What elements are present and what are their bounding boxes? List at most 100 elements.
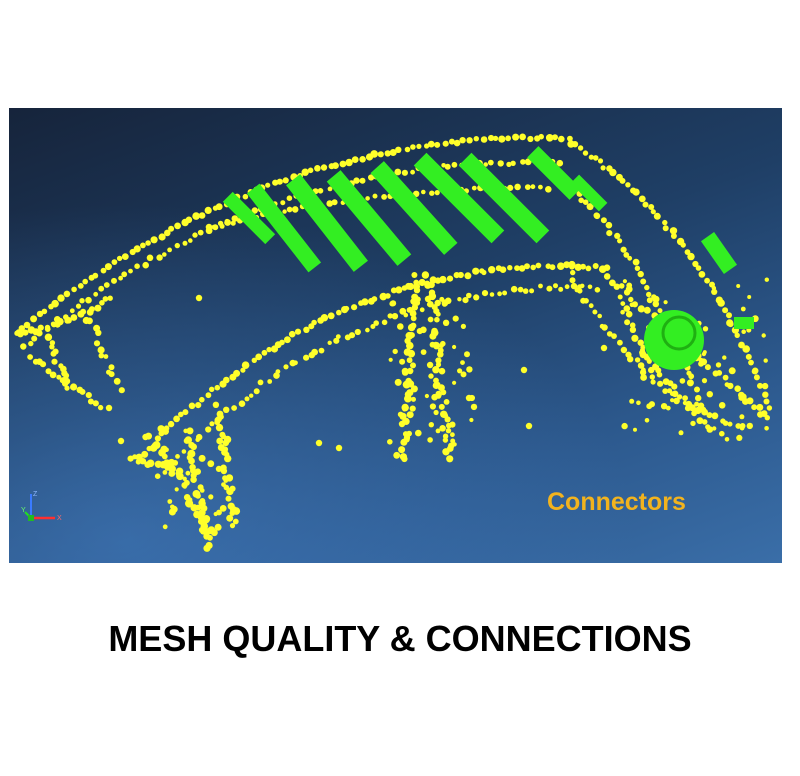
- connector-point: [168, 225, 175, 232]
- connector-point: [215, 415, 222, 423]
- connector-point: [214, 384, 221, 391]
- connector-point: [361, 298, 369, 306]
- connector-point: [507, 265, 513, 271]
- fe-model-render: [14, 133, 773, 552]
- connector-point: [627, 255, 633, 261]
- connector-point: [638, 195, 646, 203]
- connector-point: [614, 232, 621, 239]
- weld-patch-ring: [661, 315, 697, 351]
- connector-point: [502, 290, 508, 296]
- connector-point: [257, 379, 264, 386]
- connector-point: [619, 177, 626, 184]
- connector-point: [706, 391, 713, 398]
- connector-point: [327, 186, 333, 192]
- connector-point: [505, 135, 511, 142]
- connector-point: [183, 437, 190, 444]
- connector-point: [522, 288, 529, 294]
- connector-point: [518, 265, 526, 272]
- connector-point: [460, 323, 466, 329]
- connector-point: [132, 454, 138, 460]
- connector-point: [402, 380, 411, 389]
- connector-point: [606, 230, 613, 237]
- connector-point: [706, 412, 713, 419]
- connector-point: [209, 386, 215, 392]
- connector-point: [639, 351, 647, 359]
- connector-point: [452, 344, 457, 350]
- connector-point: [359, 177, 366, 184]
- connector-point: [409, 405, 416, 412]
- connector-point: [368, 174, 375, 181]
- connector-point: [413, 287, 421, 294]
- connector-point: [442, 140, 449, 147]
- connector-point: [592, 309, 598, 315]
- connector-point: [620, 346, 628, 354]
- connector-point: [204, 528, 211, 535]
- connector-point: [506, 161, 512, 167]
- connector-point: [460, 360, 465, 365]
- connector-point: [275, 369, 281, 374]
- connector-point: [188, 402, 196, 410]
- connector-point: [527, 135, 534, 143]
- connector-point: [294, 328, 302, 335]
- connector-point: [640, 344, 646, 350]
- connector-point: [286, 195, 293, 201]
- connector-point: [734, 332, 740, 338]
- connector-point: [182, 484, 187, 489]
- connector-point: [473, 294, 480, 301]
- connector-point: [232, 518, 239, 525]
- connector-point: [613, 283, 620, 290]
- connector-point: [64, 385, 70, 391]
- connector-point: [170, 505, 178, 513]
- connector-point: [161, 453, 168, 460]
- connector-point: [448, 138, 455, 145]
- connector-point: [444, 163, 451, 170]
- connector-point: [538, 184, 543, 190]
- connector-point: [691, 410, 697, 417]
- connector-point: [226, 514, 234, 522]
- connector-point: [507, 184, 514, 191]
- connector-point: [167, 420, 175, 428]
- connector-point: [413, 279, 420, 286]
- connector-point: [726, 319, 734, 327]
- connector-point: [545, 134, 554, 142]
- connector-point: [158, 233, 166, 241]
- connector-point: [410, 169, 415, 175]
- connector-point: [327, 312, 335, 320]
- weld-patch: [700, 232, 738, 274]
- connector-point: [529, 288, 535, 294]
- connector-point: [65, 317, 72, 324]
- connector-point: [142, 261, 149, 269]
- connector-point: [692, 260, 699, 268]
- connector-point: [212, 401, 220, 408]
- connector-point: [51, 299, 59, 308]
- connector-point: [711, 285, 717, 291]
- connector-point: [483, 162, 489, 167]
- connector-point: [704, 277, 710, 284]
- connector-point: [56, 374, 62, 380]
- connector-point: [653, 212, 661, 220]
- connector-point: [736, 284, 741, 288]
- connector-point: [597, 158, 604, 164]
- connector-point: [407, 367, 414, 375]
- model-viewport[interactable]: Connectors Z X Y: [9, 108, 782, 563]
- connector-point: [652, 300, 660, 308]
- connector-point: [623, 252, 630, 258]
- weld-patch: [370, 161, 458, 255]
- connector-point: [435, 357, 442, 364]
- connector-point: [98, 285, 105, 292]
- connector-point: [117, 437, 125, 445]
- weld-patch-round: [644, 310, 704, 370]
- connector-point: [156, 254, 163, 261]
- connector-point: [762, 391, 769, 398]
- connector-point: [657, 380, 664, 387]
- connector-point: [146, 254, 154, 262]
- connector-point: [79, 298, 85, 304]
- connector-point: [625, 182, 631, 188]
- connector-point: [520, 366, 528, 374]
- connector-point: [764, 415, 770, 421]
- connector-point: [97, 404, 104, 411]
- connector-point: [190, 476, 197, 484]
- connector-point: [655, 367, 662, 374]
- connector-point: [255, 353, 263, 361]
- connector-point: [49, 344, 55, 350]
